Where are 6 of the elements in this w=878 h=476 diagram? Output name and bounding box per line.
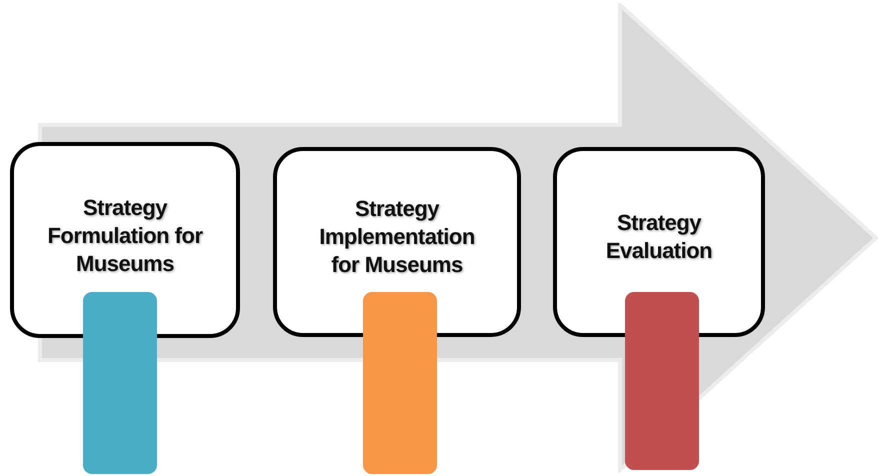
step-label: Strategy Formulation for Museums <box>46 194 204 278</box>
color-bar <box>363 292 437 474</box>
step-label: Strategy Evaluation <box>604 209 714 265</box>
color-bar <box>83 292 157 474</box>
step-label: Strategy Implementation for Museums <box>318 195 476 279</box>
process-box <box>10 142 240 338</box>
